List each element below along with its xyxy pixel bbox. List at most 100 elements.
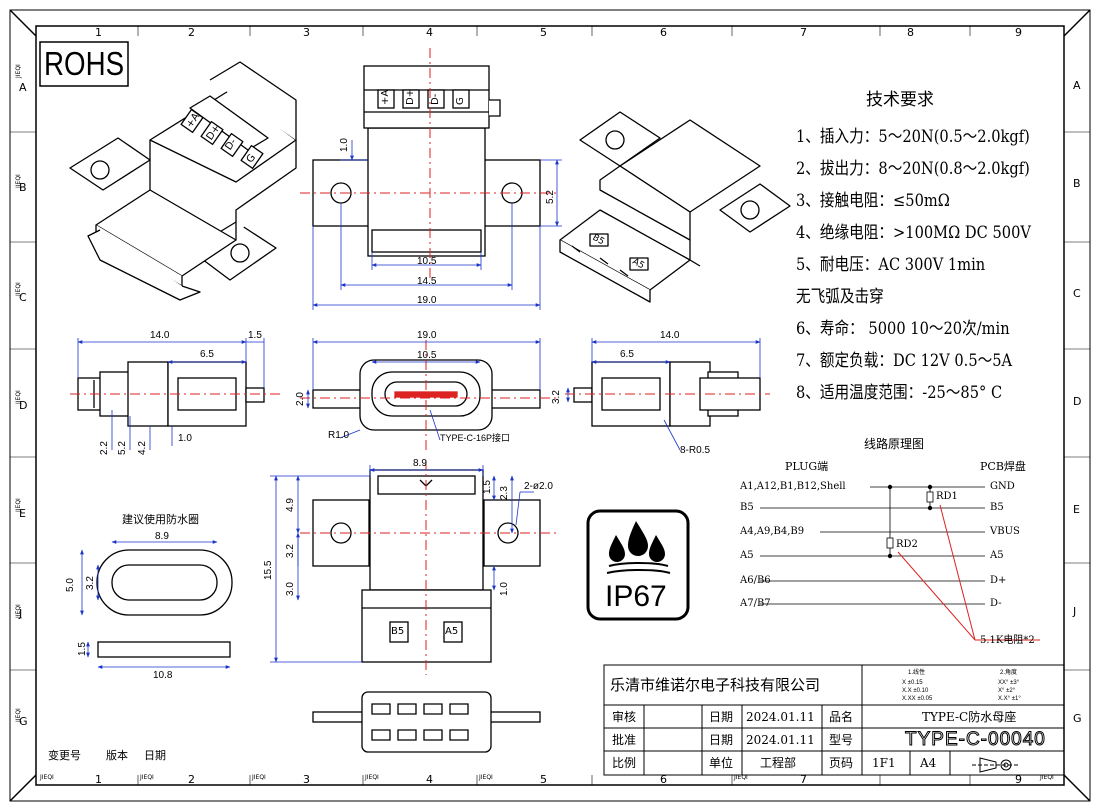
requirements-title: 技术要求 — [866, 90, 934, 110]
row-E-left: E — [19, 507, 26, 520]
row-D-right: D — [1073, 395, 1082, 408]
dim-lines-2 — [77, 338, 761, 451]
rd2-label: RD2 — [896, 539, 918, 550]
col-9: 9 — [1015, 26, 1022, 39]
gasket-length: 10.8 — [153, 670, 173, 681]
requirement-item: 无飞弧及击穿 — [796, 287, 884, 307]
col-2: 2 — [188, 26, 195, 39]
approve-label: 批准 — [612, 733, 637, 747]
dim-hole: 2-ø2.0 — [524, 481, 553, 492]
dim-19-0: 19.0 — [417, 295, 437, 306]
pcb-pad-row: D+ — [990, 575, 1007, 586]
pcb-pad-row: B5 — [990, 502, 1004, 513]
col-9-bottom: 9 — [1015, 773, 1022, 786]
vendor-mark: JIEQI — [1040, 774, 1054, 781]
dim-lines-1 — [312, 140, 562, 310]
tolerance-line: X ±0.15 — [902, 680, 923, 686]
requirement-item: 7、额定负载：DC 12V 0.5～5A — [796, 351, 1013, 371]
row-A-right: A — [1073, 79, 1081, 92]
requirement-item: 4、绝缘电阻：>100MΩ DC 500V — [796, 223, 1031, 243]
side-view-left — [77, 361, 265, 427]
col-2-bottom: 2 — [188, 773, 195, 786]
dim-10-5: 10.5 — [417, 256, 437, 267]
vendor-mark: JIEQI — [15, 390, 22, 404]
model-number: TYPE-C-00040 — [905, 729, 1046, 750]
vendor-mark: JIEQI — [40, 774, 54, 781]
pin-label-g: G — [455, 97, 466, 105]
dim-3-2: 3.2 — [551, 390, 562, 404]
vendor-mark: JIEQI — [15, 282, 22, 296]
dim-6-5b: 6.5 — [620, 349, 634, 360]
schematic-title: 线路原理图 — [864, 437, 925, 451]
requirement-item: 8、适用温度范围：-25～85° C — [796, 383, 1003, 403]
dim-4-9: 4.9 — [285, 498, 296, 512]
date-label: 日期 — [709, 710, 734, 724]
row-C-left: C — [19, 291, 27, 304]
schematic-lines — [760, 484, 985, 605]
vendor-mark: JIEQI — [15, 604, 22, 618]
requirement-item: 6、寿命： 5000 10～20次/min — [796, 319, 1010, 339]
row-J-left: J — [19, 607, 23, 620]
plug-pin-row: A1,A12,B1,B12,Shell — [740, 481, 846, 492]
tolerance-line: X.X ±0.10 — [902, 688, 929, 694]
port-label: TYPE-C-16P接口 — [440, 433, 511, 443]
dim-1-5b: 1.5 — [482, 480, 493, 494]
pcb-header: PCB焊盘 — [980, 460, 1026, 473]
pcb-pad-row: A5 — [990, 550, 1004, 561]
projection-symbol — [972, 757, 1020, 773]
gasket-h2: 3.2 — [85, 576, 96, 590]
gasket-thick: 1.5 — [77, 642, 88, 656]
vendor-mark: JIEQI — [15, 708, 22, 722]
tolerance-line: XX° ±3° — [998, 680, 1020, 686]
dim-8-9: 8.9 — [413, 458, 427, 469]
vendor-mark: JIEQI — [365, 774, 379, 781]
dim-3-0: 3.0 — [285, 582, 296, 596]
rohs-label: ROHS — [44, 45, 125, 82]
revision-date: 日期 — [144, 749, 166, 762]
vendor-mark: JIEQI — [734, 774, 748, 781]
col-7-bottom: 7 — [800, 773, 807, 786]
plug-pin-row: B5 — [740, 502, 754, 513]
centerlines-2 — [70, 340, 770, 450]
scale-label: 比例 — [612, 756, 637, 770]
tolerance-line: X.XX ±0.05 — [902, 696, 933, 702]
row-G-left: G — [19, 715, 28, 728]
dim-14-0b: 14.0 — [660, 330, 680, 341]
vendor-mark: JIEQI — [15, 64, 22, 78]
vendor-mark: JIEQI — [15, 498, 22, 512]
top-front-view — [312, 65, 541, 257]
rohs-box — [39, 41, 129, 87]
name-label: 品名 — [829, 710, 854, 724]
resistor-leaders — [897, 504, 1040, 641]
row-C-right: C — [1073, 287, 1081, 300]
pin-label-a5: A5 — [445, 626, 459, 637]
col-1: 1 — [95, 26, 102, 39]
dim-2-0: 2.0 — [295, 392, 306, 406]
gasket-h1: 5.0 — [65, 578, 76, 592]
requirement-item: 2、拔出力：8～20N(0.8～2.0kgf) — [796, 159, 1030, 179]
col-5-bottom: 5 — [540, 773, 547, 786]
ip67-badge — [586, 509, 690, 621]
date-value: 2024.01.11 — [746, 733, 815, 747]
plug-header: PLUG端 — [785, 460, 829, 473]
page-label: 页码 — [829, 756, 854, 770]
dim-15-5: 15.5 — [263, 560, 274, 580]
dim-2-2: 2.2 — [99, 441, 110, 455]
row-B-left: B — [19, 181, 27, 194]
iso-view-right — [559, 111, 791, 303]
dim-5-2: 5.2 — [545, 190, 556, 204]
row-B-right: B — [1073, 177, 1081, 190]
date-label: 日期 — [709, 733, 734, 747]
centerlines-1 — [300, 48, 560, 282]
tolerance-line: X° ±2° — [998, 688, 1016, 694]
product-name: TYPE-C防水母座 — [922, 710, 1017, 724]
vendor-mark: JIEQI — [15, 174, 22, 188]
dim-lines-gasket — [80, 540, 231, 669]
iso-view-left — [69, 61, 297, 301]
revision-change-no: 变更号 — [48, 749, 81, 762]
vendor-mark: JIEQI — [479, 774, 493, 781]
unit-value: 工程部 — [760, 756, 797, 770]
dim-6-5: 6.5 — [200, 349, 214, 360]
